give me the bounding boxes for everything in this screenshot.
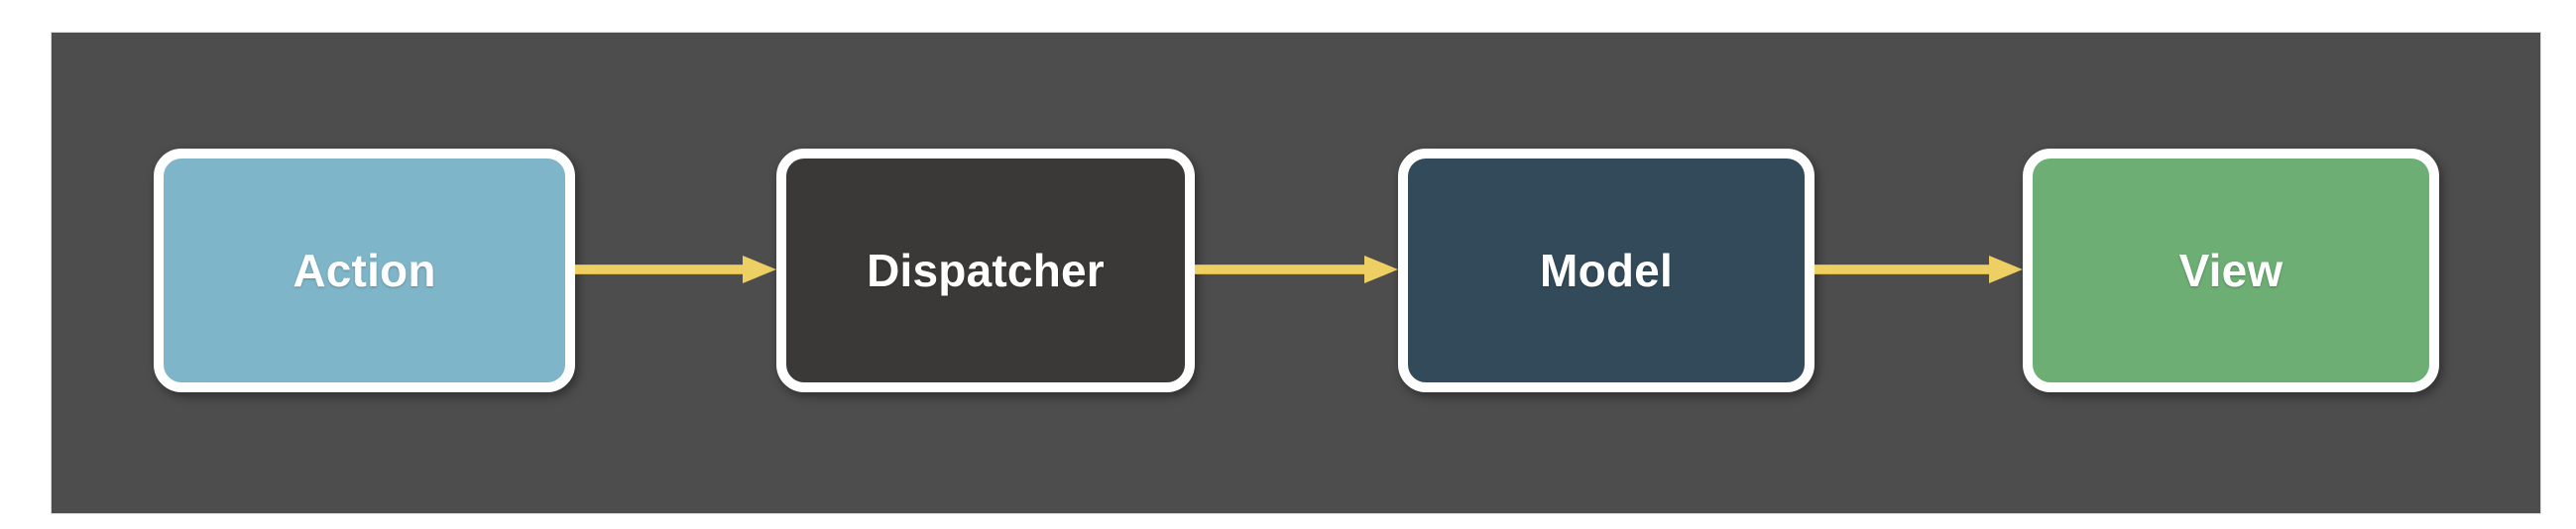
arrow-action-to-dispatcher	[575, 256, 776, 283]
arrow-shaft	[1815, 264, 1992, 274]
arrow-shaft	[1195, 264, 1367, 274]
node-view[interactable]: View	[2023, 149, 2439, 392]
node-dispatcher[interactable]: Dispatcher	[776, 149, 1195, 392]
node-dispatcher-label: Dispatcher	[867, 245, 1105, 296]
arrow-model-to-view	[1815, 256, 2023, 283]
node-view-label: View	[2178, 245, 2283, 296]
node-action-label: Action	[293, 245, 436, 296]
node-action[interactable]: Action	[154, 149, 575, 392]
arrow-shaft	[575, 264, 746, 274]
node-model-label: Model	[1540, 245, 1673, 296]
arrow-head-icon	[1989, 256, 2023, 283]
arrow-head-icon	[1364, 256, 1398, 283]
node-model[interactable]: Model	[1398, 149, 1815, 392]
arrow-head-icon	[743, 256, 776, 283]
arrow-dispatcher-to-model	[1195, 256, 1398, 283]
